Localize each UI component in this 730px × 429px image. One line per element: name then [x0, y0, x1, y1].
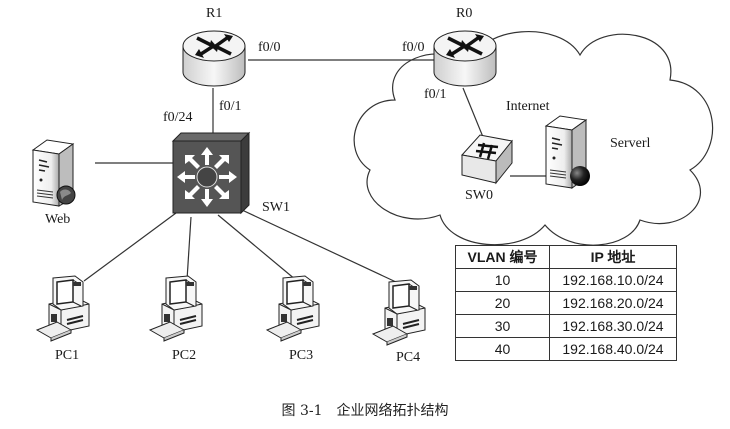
- pc2-label: PC2: [172, 348, 197, 363]
- r0-f0-1-label: f0/1: [424, 87, 447, 102]
- table-row: 40 192.168.40.0/24: [455, 337, 677, 361]
- table-row: 10 192.168.10.0/24: [455, 268, 677, 292]
- pc2-icon[interactable]: [149, 275, 203, 342]
- links: [83, 59, 546, 283]
- layer3-switch-sw1-icon[interactable]: [171, 131, 251, 215]
- sw0-label: SW0: [465, 188, 493, 203]
- server1-label: Serverl: [610, 136, 651, 151]
- pc1-icon[interactable]: [36, 275, 90, 342]
- pc1-label: PC1: [55, 348, 80, 363]
- figure-caption: 图 3-1 企业网络拓扑结构: [0, 400, 730, 420]
- ip-address: 192.168.10.0/24: [549, 268, 677, 292]
- internet-cloud: [353, 31, 714, 246]
- link-sw1-pc3: [217, 214, 297, 281]
- link-sw1-pc1: [83, 212, 177, 282]
- link-sw1-pc4: [241, 209, 397, 283]
- link-r0-sw0: [462, 87, 484, 138]
- vlan-header: VLAN 编号: [455, 245, 550, 269]
- pc3-icon[interactable]: [266, 275, 320, 342]
- internet-label: Internet: [506, 99, 550, 114]
- vlan-table-header: VLAN 编号 IP 地址: [455, 245, 677, 269]
- ip-header: IP 地址: [549, 245, 677, 269]
- vlan-table: VLAN 编号 IP 地址 10 192.168.10.0/24 20 192.…: [455, 245, 677, 361]
- r1-label: R1: [206, 6, 223, 21]
- web-server-icon[interactable]: [31, 139, 76, 207]
- sw1-f0-24-label: f0/24: [163, 110, 193, 125]
- pc3-label: PC3: [289, 348, 314, 363]
- vlan-id: 20: [455, 291, 550, 315]
- r0-label: R0: [456, 6, 473, 21]
- r0-f0-0-label: f0/0: [402, 40, 425, 55]
- sw1-label: SW1: [262, 200, 290, 215]
- server1-icon[interactable]: [544, 115, 590, 189]
- table-row: 20 192.168.20.0/24: [455, 291, 677, 315]
- vlan-id: 40: [455, 337, 550, 361]
- router-r0-icon[interactable]: [433, 30, 497, 87]
- r1-f0-1-label: f0/1: [219, 99, 242, 114]
- caption-title: 企业网络拓扑结构: [336, 403, 449, 419]
- link-sw1-pc2: [186, 216, 192, 281]
- switch-sw0-icon[interactable]: [461, 134, 513, 185]
- router-r1-icon[interactable]: [182, 30, 246, 87]
- pc4-label: PC4: [396, 350, 421, 365]
- ip-address: 192.168.40.0/24: [549, 337, 677, 361]
- vlan-id: 10: [455, 268, 550, 292]
- ip-address: 192.168.30.0/24: [549, 314, 677, 338]
- web-label: Web: [45, 212, 71, 227]
- pc4-icon[interactable]: [372, 279, 426, 346]
- r1-f0-0-label: f0/0: [258, 40, 281, 55]
- ip-address: 192.168.20.0/24: [549, 291, 677, 315]
- table-row: 30 192.168.30.0/24: [455, 314, 677, 338]
- vlan-id: 30: [455, 314, 550, 338]
- caption-number: 图 3-1: [281, 403, 323, 419]
